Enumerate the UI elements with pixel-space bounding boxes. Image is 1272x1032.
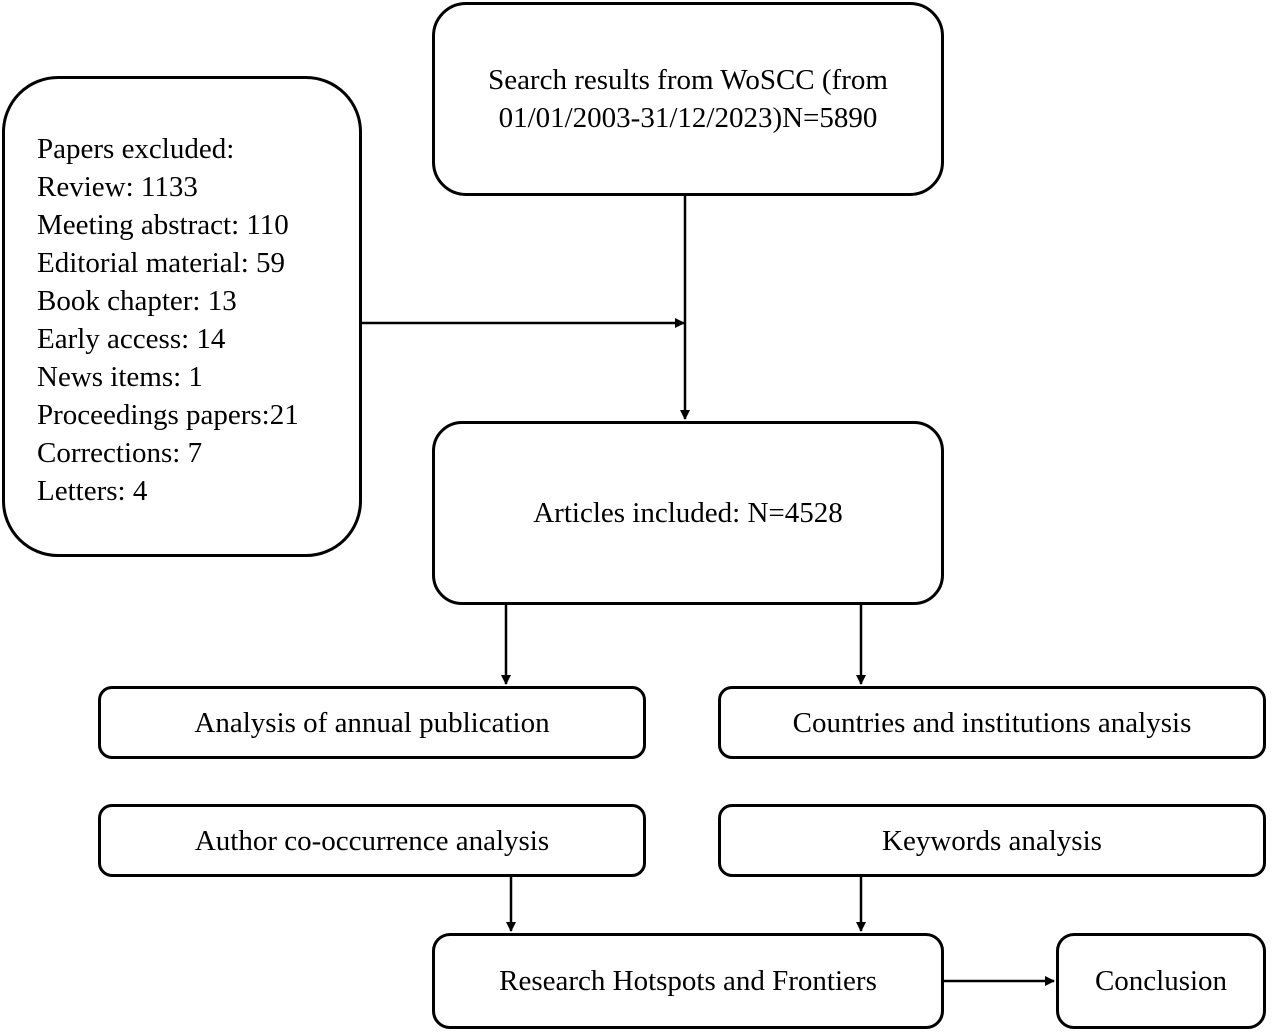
keywords-analysis-label: Keywords analysis bbox=[882, 824, 1102, 857]
author-cooccurrence-label: Author co-occurrence analysis bbox=[194, 824, 550, 857]
excluded-item-early-access: Early access: 14 bbox=[37, 323, 226, 355]
research-hotspots-box: Research Hotspots and Frontiers bbox=[432, 933, 944, 1029]
author-cooccurrence-box: Author co-occurrence analysis bbox=[98, 804, 646, 877]
excluded-item-corrections: Corrections: 7 bbox=[37, 437, 203, 469]
search-results-line-2: 01/01/2003-31/12/2023)N=5890 bbox=[498, 102, 878, 134]
search-results-line-1: Search results from WoSCC (from bbox=[488, 64, 888, 96]
articles-included-box: Articles included: N=4528 bbox=[432, 421, 944, 605]
countries-institutions-label: Countries and institutions analysis bbox=[792, 706, 1192, 739]
excluded-item-review: Review: 1133 bbox=[37, 171, 198, 203]
conclusion-label: Conclusion bbox=[1094, 965, 1228, 997]
excluded-item-proceedings-papers: Proceedings papers:21 bbox=[37, 399, 299, 431]
excluded-item-letters: Letters: 4 bbox=[37, 475, 148, 507]
keywords-analysis-box: Keywords analysis bbox=[718, 804, 1266, 877]
research-hotspots-label: Research Hotspots and Frontiers bbox=[499, 965, 877, 997]
excluded-item-meeting-abstract: Meeting abstract: 110 bbox=[37, 209, 289, 241]
annual-publication-label: Analysis of annual publication bbox=[194, 706, 550, 739]
articles-included-label: Articles included: N=4528 bbox=[533, 497, 843, 529]
excluded-item-news-items: News items: 1 bbox=[37, 361, 203, 393]
search-results-box: Search results from WoSCC (from 01/01/20… bbox=[432, 2, 944, 196]
papers-excluded-box: Papers excluded: Review: 1133 Meeting ab… bbox=[2, 76, 362, 557]
excluded-item-editorial-material: Editorial material: 59 bbox=[37, 247, 286, 279]
excluded-item-book-chapter: Book chapter: 13 bbox=[37, 285, 237, 317]
countries-institutions-box: Countries and institutions analysis bbox=[718, 686, 1266, 759]
papers-excluded-title: Papers excluded: bbox=[37, 133, 235, 165]
conclusion-box: Conclusion bbox=[1056, 933, 1266, 1029]
annual-publication-box: Analysis of annual publication bbox=[98, 686, 646, 759]
